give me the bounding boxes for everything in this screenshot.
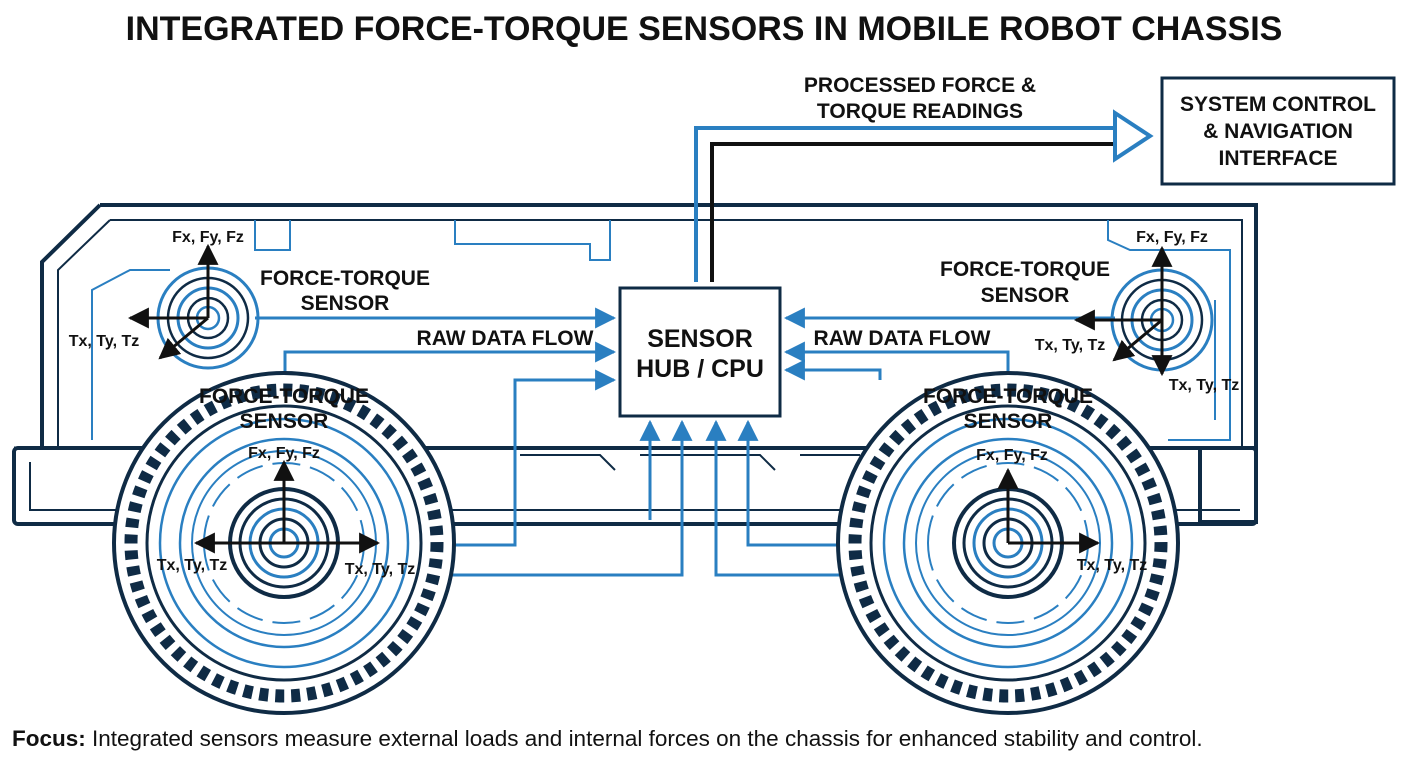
hub-label-line2: HUB / CPU [636, 355, 764, 383]
sensor-label-right-wheel-line1: FORCE-TORQUE [923, 385, 1093, 408]
chassis-sensor-left [127, 243, 260, 370]
sensor-label-upper-right-line1: FORCE-TORQUE [940, 258, 1110, 281]
force-axes-label-upper-left: Fx, Fy, Fz [172, 229, 244, 246]
chassis-sensor-right [1073, 245, 1214, 377]
torque-axes-label-left-wheel-a: Tx, Ty, Tz [157, 557, 228, 574]
control-label-line3: INTERFACE [1218, 147, 1337, 170]
sensor-label-left-wheel-line2: SENSOR [240, 410, 329, 433]
force-axes-label-right-wheel: Fx, Fy, Fz [976, 447, 1048, 464]
caption-label: Focus: [12, 726, 86, 751]
right-wheel [836, 371, 1180, 715]
focus-caption: Focus: Integrated sensors measure extern… [12, 726, 1404, 752]
raw-flow-label-left: RAW DATA FLOW [417, 327, 594, 350]
sensor-label-right-wheel-line2: SENSOR [964, 410, 1053, 433]
sensor-label-upper-right-line2: SENSOR [981, 284, 1070, 307]
diagram-title: INTEGRATED FORCE-TORQUE SENSORS IN MOBIL… [126, 10, 1283, 48]
torque-axes-label-upper-right-a: Tx, Ty, Tz [1035, 337, 1106, 354]
control-label-line2: & NAVIGATION [1203, 120, 1353, 143]
caption-text: Integrated sensors measure external load… [92, 726, 1203, 751]
force-axes-label-left-wheel: Fx, Fy, Fz [248, 445, 320, 462]
torque-axes-label-upper-right-b: Tx, Ty, Tz [1169, 377, 1240, 394]
sensor-label-left-wheel-line1: FORCE-TORQUE [199, 385, 369, 408]
control-interface-box: SYSTEM CONTROL & NAVIGATION INTERFACE [1160, 76, 1396, 186]
raw-flow-label-right: RAW DATA FLOW [814, 327, 991, 350]
torque-axes-label-right-wheel: Tx, Ty, Tz [1077, 557, 1148, 574]
torque-axes-label-upper-left: Tx, Ty, Tz [69, 333, 140, 350]
sensor-label-upper-left-line1: FORCE-TORQUE [260, 267, 430, 290]
sensor-hub-box: SENSOR HUB / CPU [618, 286, 782, 418]
processed-readings-label-line2: TORQUE READINGS [817, 100, 1023, 123]
processed-readings-label-line1: PROCESSED FORCE & [804, 74, 1036, 97]
force-axes-label-upper-right: Fx, Fy, Fz [1136, 229, 1208, 246]
control-label-line1: SYSTEM CONTROL [1180, 93, 1376, 116]
processed-output-path [694, 109, 1154, 282]
hub-label-line1: SENSOR [647, 325, 753, 353]
sensor-label-upper-left-line2: SENSOR [301, 292, 390, 315]
left-wheel [112, 371, 456, 715]
torque-axes-label-left-wheel-b: Tx, Ty, Tz [345, 561, 416, 578]
